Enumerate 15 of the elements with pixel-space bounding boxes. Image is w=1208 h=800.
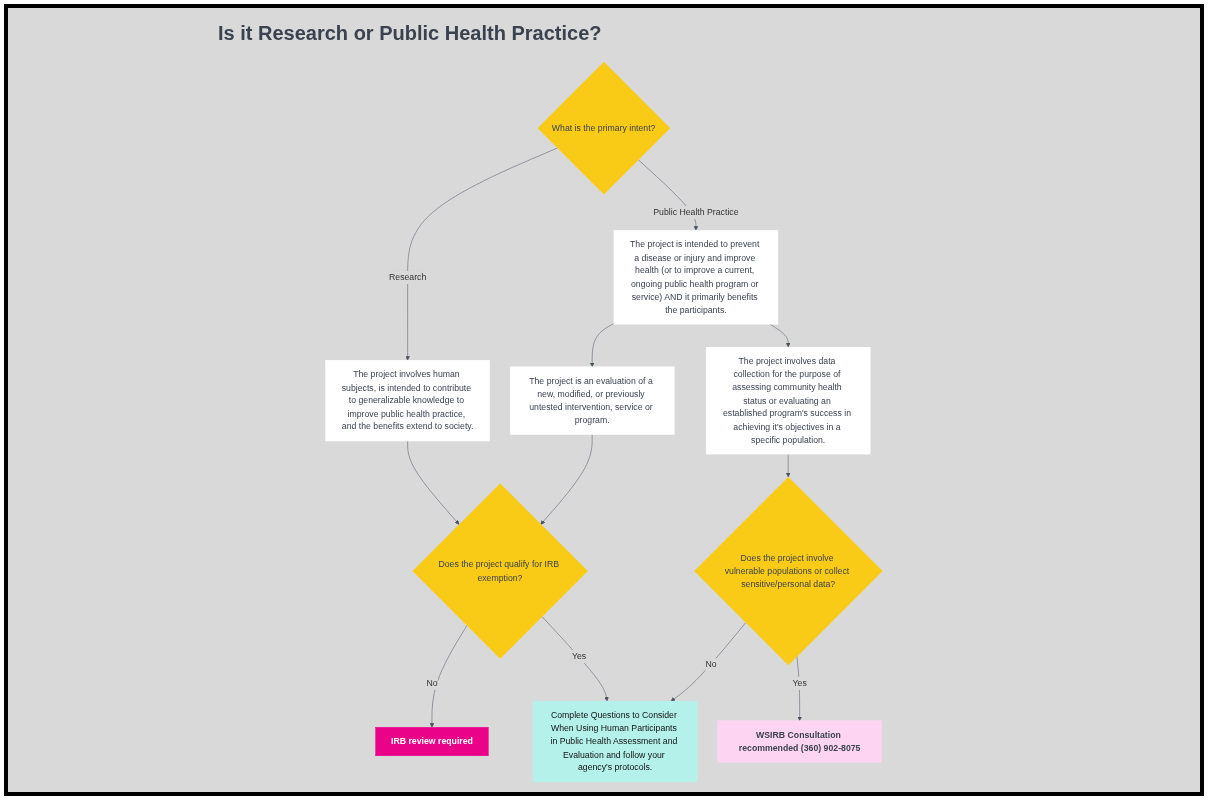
edge-label: No (426, 678, 438, 688)
node-diamond: What is the primary intent? (537, 61, 671, 195)
node-box: IRB review required (375, 727, 489, 756)
edge-label: Public Health Practice (653, 207, 739, 218)
edge-label: Research (388, 272, 427, 282)
title: Is it Research or Public Health Practice? (218, 22, 602, 45)
node-box: The project is intended to prevent a disease or injury and improve health (or to improve a current, ongoing public health program or service) AND it primarily benefits the participants. (613, 230, 779, 325)
node-box: Complete Questions to Consider When Using Human Participants in Public Health Assessment and Evaluation and follow your agency's protocols. (532, 700, 698, 783)
edge-label: No (705, 659, 717, 670)
edge-label: Yes (571, 651, 587, 662)
node-box: The project involves data collection for the purpose of assessing community health status or evaluating an established program's success in achieving it's objectives in a specific population. (705, 346, 871, 455)
edge-label: Yes (792, 678, 807, 688)
node-box: WSIRB Consultation recommended (360) 902-8075 (717, 720, 882, 763)
node-box: The project involves human subjects, is intended to contribute to generalizable knowledge to improve public health practice, and the benefits extend to society. (325, 360, 490, 442)
node-box: The project is an evaluation of a new, modified, or previously untested intervention, service or program. (509, 366, 675, 435)
